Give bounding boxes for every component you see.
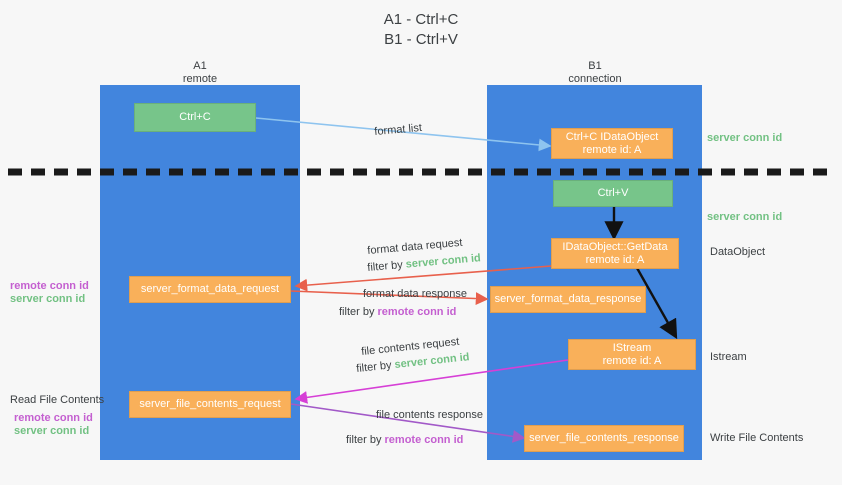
lane-header-a1: A1 remote <box>100 60 300 86</box>
arrow-getdata-to-istream <box>635 267 678 340</box>
lane-a1-name: A1 <box>193 60 207 72</box>
label-right-server-conn-id-top: server conn id <box>707 132 783 144</box>
box-server-format-data-request[interactable]: server_format_data_request <box>129 276 291 303</box>
box-server-format-data-response-label: server_format_data_response <box>494 293 642 305</box>
box-istream[interactable]: IStream remote id: A <box>568 339 696 370</box>
annot-file-contents-response-filter: filter by remote conn id <box>346 433 463 447</box>
label-left-remote-conn-id-1: remote conn id <box>10 280 89 292</box>
annot-file-contents-response-filter-value: remote conn id <box>384 434 464 446</box>
label-left-remote-conn-id-2: remote conn id <box>14 412 93 424</box>
box-server-file-contents-response[interactable]: server_file_contents_response <box>524 425 684 452</box>
lane-a1-sub: remote <box>182 73 218 85</box>
box-server-format-data-response[interactable]: server_format_data_response <box>490 286 646 313</box>
box-dataobject-remote-line2: remote id: A <box>582 143 642 156</box>
page-title: A1 - Ctrl+C B1 - Ctrl+V <box>0 10 842 50</box>
annot-file-contents-response: file contents response <box>376 409 484 421</box>
title-line-1: A1 - Ctrl+C <box>383 11 459 28</box>
arrow-format-list <box>255 117 552 152</box>
title-line-2: B1 - Ctrl+V <box>384 31 458 48</box>
label-right-istream: Istream <box>710 351 747 363</box>
label-left-read-file-contents: Read File Contents <box>10 394 105 406</box>
label-right-dataobject: DataObject <box>710 246 766 258</box>
annot-file-contents-response-filter-prefix: filter by <box>346 434 385 446</box>
arrow-file-contents-request <box>294 359 569 404</box>
box-ctrl-v[interactable]: Ctrl+V <box>553 180 673 207</box>
annot-format-data-response: format data response <box>363 288 467 300</box>
lane-header-b1: B1 connection <box>495 60 695 86</box>
box-server-file-contents-request-label: server_file_contents_request <box>139 398 281 410</box>
box-getdata[interactable]: IDataObject::GetData remote id: A <box>551 238 679 269</box>
box-dataobject-remote[interactable]: Ctrl+C IDataObject remote id: A <box>551 128 673 159</box>
annot-format-data-response-filter-prefix: filter by <box>339 306 378 318</box>
box-istream-line2: remote id: A <box>602 354 662 367</box>
box-getdata-line2: remote id: A <box>585 253 645 266</box>
label-left-server-conn-id-2: server conn id <box>14 425 90 437</box>
label-right-write-file-contents: Write File Contents <box>710 432 804 444</box>
label-right-server-conn-id-mid: server conn id <box>707 211 783 223</box>
annot-format-data-response-filter: filter by remote conn id <box>339 305 456 319</box>
label-left-server-conn-id-1: server conn id <box>10 293 86 305</box>
lane-b1-sub: connection <box>568 73 622 85</box>
box-istream-line1: IStream <box>612 341 652 354</box>
arrow-format-data-request <box>294 265 552 292</box>
annot-format-data-response-filter-value: remote conn id <box>377 306 457 318</box>
arrow-file-contents-response <box>290 403 526 443</box>
annot-format-data-request-filter-prefix: filter by <box>366 258 407 275</box>
box-server-file-contents-request[interactable]: server_file_contents_request <box>129 391 291 418</box>
box-ctrl-c[interactable]: Ctrl+C <box>134 103 256 132</box>
box-ctrl-v-label: Ctrl+V <box>597 187 629 199</box>
box-server-file-contents-response-label: server_file_contents_response <box>529 432 679 444</box>
box-getdata-line1: IDataObject::GetData <box>562 240 668 253</box>
box-ctrl-c-label: Ctrl+C <box>179 111 211 123</box>
lane-b1-name: B1 <box>588 60 602 72</box>
box-server-format-data-request-label: server_format_data_request <box>140 283 280 295</box>
arrow-format-data-response <box>290 290 489 305</box>
box-dataobject-remote-line1: Ctrl+C IDataObject <box>565 130 659 143</box>
